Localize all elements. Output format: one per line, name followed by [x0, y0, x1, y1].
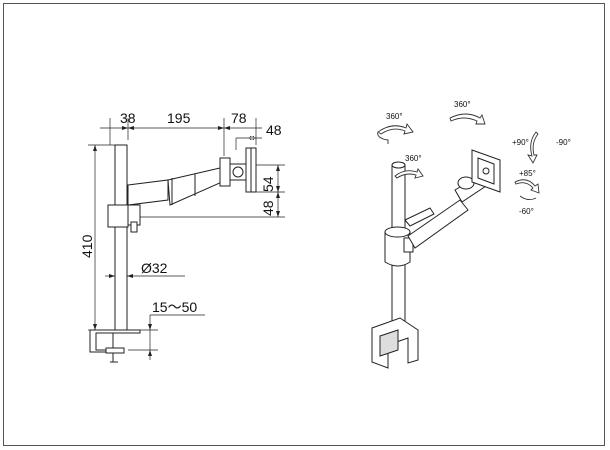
dim-clamp-range: 15～50	[152, 299, 197, 315]
iso-view	[371, 113, 540, 369]
angle-pitch-minus: -60°	[519, 207, 534, 216]
rotation-arrows	[377, 113, 540, 201]
dim-48-top: 48	[266, 122, 282, 138]
pole	[114, 144, 128, 331]
angle-rot-top: 360°	[454, 100, 471, 109]
dim-195: 195	[167, 110, 191, 126]
dim-pole-diameter: Ø32	[141, 260, 168, 276]
pole-collar	[107, 204, 129, 228]
drawing-frame	[3, 3, 605, 446]
dim-38: 38	[120, 110, 136, 126]
angle-pitch-plus: +85°	[519, 169, 536, 178]
dim-78: 78	[231, 110, 247, 126]
dim-410: 410	[79, 234, 95, 258]
angle-rot-base: 360°	[386, 112, 403, 121]
clamp-pad	[105, 347, 125, 354]
tilt-joint	[219, 157, 231, 187]
iso-arm-1	[407, 199, 469, 249]
lock-screw	[130, 221, 138, 233]
front-view	[88, 118, 285, 363]
dim-54: 54	[260, 176, 276, 192]
dim-48-side: 48	[260, 200, 276, 216]
angle-rot-pole: 360°	[405, 154, 422, 163]
iso-clamp	[371, 317, 419, 369]
arm-segment-1	[127, 179, 169, 206]
angle-tilt-minus: -90°	[556, 138, 571, 147]
clamp-top	[90, 329, 141, 351]
angle-tilt-plus: +90°	[512, 138, 529, 147]
